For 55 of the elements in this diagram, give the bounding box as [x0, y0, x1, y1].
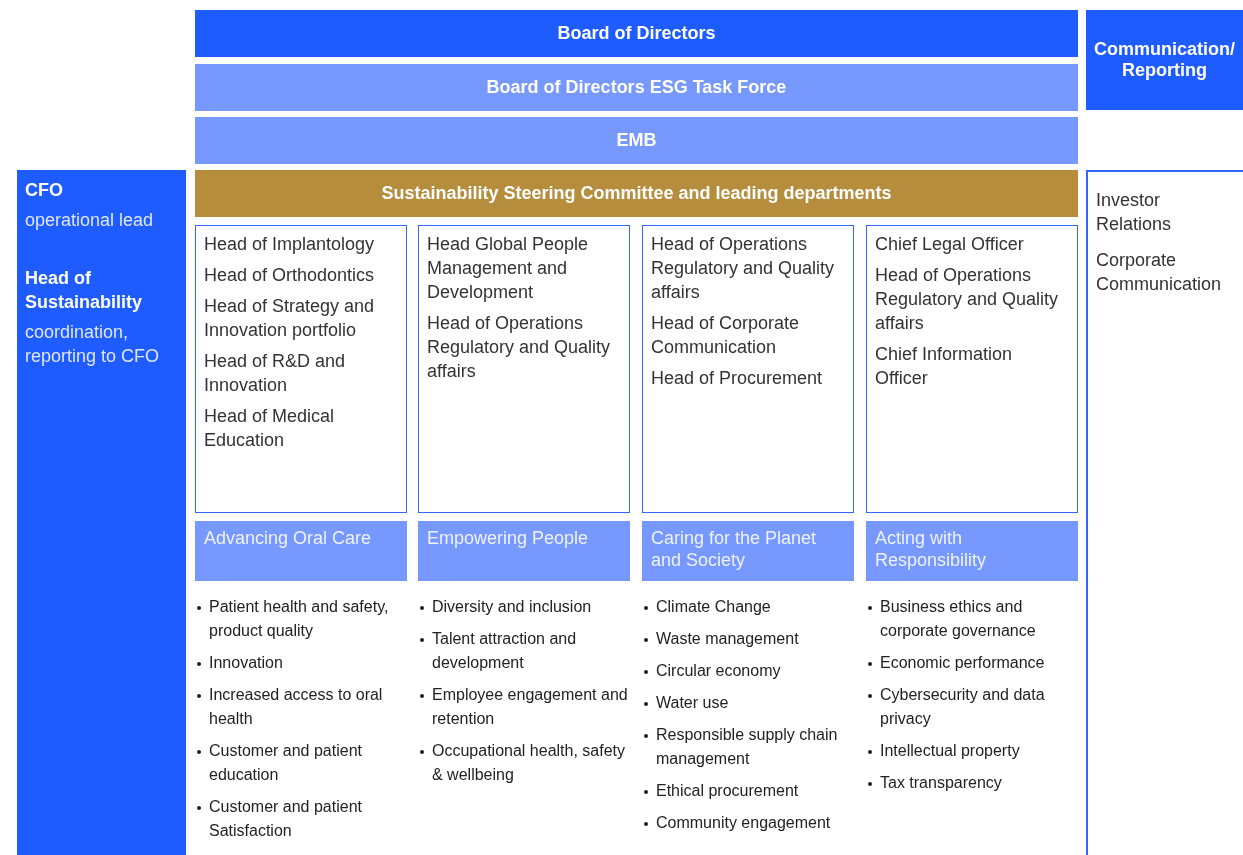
topic-text: Customer and patient education: [209, 742, 362, 783]
topic-text: Circular economy: [656, 662, 781, 679]
topic-text: Intellectual property: [880, 742, 1020, 759]
role-text: Head of R&D and Innovation: [204, 350, 347, 397]
topic-text: Tax transparency: [880, 774, 1002, 791]
reporting-panel: [1086, 170, 1243, 855]
topic-text: Community engagement: [656, 814, 831, 831]
topic-text: Waste management: [656, 630, 799, 647]
role-panel: [17, 170, 186, 855]
topic-text: Ethical procurement: [656, 782, 799, 799]
role-text: Head of Operations Regulatory and Quality affairs: [427, 312, 612, 383]
role-heading: CFO: [25, 179, 64, 202]
topic-text: Diversity and inclusion: [432, 598, 592, 615]
topic-text: Cybersecurity and data privacy: [880, 686, 1045, 727]
role-text: Head Global People Management and Development: [427, 233, 590, 304]
topic-text: Customer and patient Satisfaction: [209, 798, 362, 839]
role-text: Head of Operations Regulatory and Quality affairs: [651, 233, 836, 304]
role-text: Head of Operations Regulatory and Quality affairs: [875, 264, 1060, 335]
topic-text: Patient health and safety, product quality: [209, 598, 389, 639]
topic-text: Economic performance: [880, 654, 1045, 671]
role-text: Chief Legal Officer: [875, 233, 1025, 256]
role-text: Head of Corporate Communication: [651, 312, 801, 359]
role-description: operational lead: [25, 209, 155, 232]
department-box: [866, 225, 1078, 513]
function-text: Investor Relations: [1096, 189, 1173, 236]
topic-text: Increased access to oral health: [209, 686, 383, 727]
department-box: [418, 225, 630, 513]
role-text: Head of Procurement: [651, 367, 824, 390]
role-text: Head of Medical Education: [204, 405, 336, 452]
reporting-banner: Communication/ Reporting: [1086, 10, 1243, 110]
management-banner: EMB: [195, 117, 1078, 164]
department-box: [642, 225, 854, 513]
role-text: Head of Orthodontics: [204, 264, 376, 287]
department-box: [195, 225, 407, 513]
pillar-header: Acting with Responsibility: [866, 521, 1078, 581]
role-text: Head of Implantology: [204, 233, 376, 256]
committee-banner: Sustainability Steering Committee and leading departments: [195, 170, 1078, 217]
pillar-header: Advancing Oral Care: [195, 521, 407, 581]
topic-text: Water use: [656, 694, 729, 711]
board-banner: Board of Directors: [195, 10, 1078, 57]
role-text: Head of Strategy and Innovation portfolio: [204, 295, 376, 342]
pillar-header: Caring for the Planet and Society: [642, 521, 854, 581]
function-text: Corporate Communication: [1096, 249, 1223, 296]
role-description: coordination, reporting to CFO: [25, 321, 161, 368]
topic-text: Occupational health, safety & wellbeing: [432, 742, 625, 783]
topic-text: Business ethics and corporate governance: [880, 598, 1036, 639]
topic-text: Talent attraction and development: [432, 630, 577, 671]
role-heading: Head of Sustainability: [25, 267, 144, 314]
topic-text: Innovation: [209, 654, 283, 671]
pillar-header: Empowering People: [418, 521, 630, 581]
topic-text: Employee engagement and retention: [432, 686, 628, 727]
task-force-banner: Board of Directors ESG Task Force: [195, 64, 1078, 111]
topic-text: Responsible supply chain management: [656, 726, 838, 767]
role-text: Chief Information Officer: [875, 343, 1014, 390]
topic-text: Climate Change: [656, 598, 771, 615]
